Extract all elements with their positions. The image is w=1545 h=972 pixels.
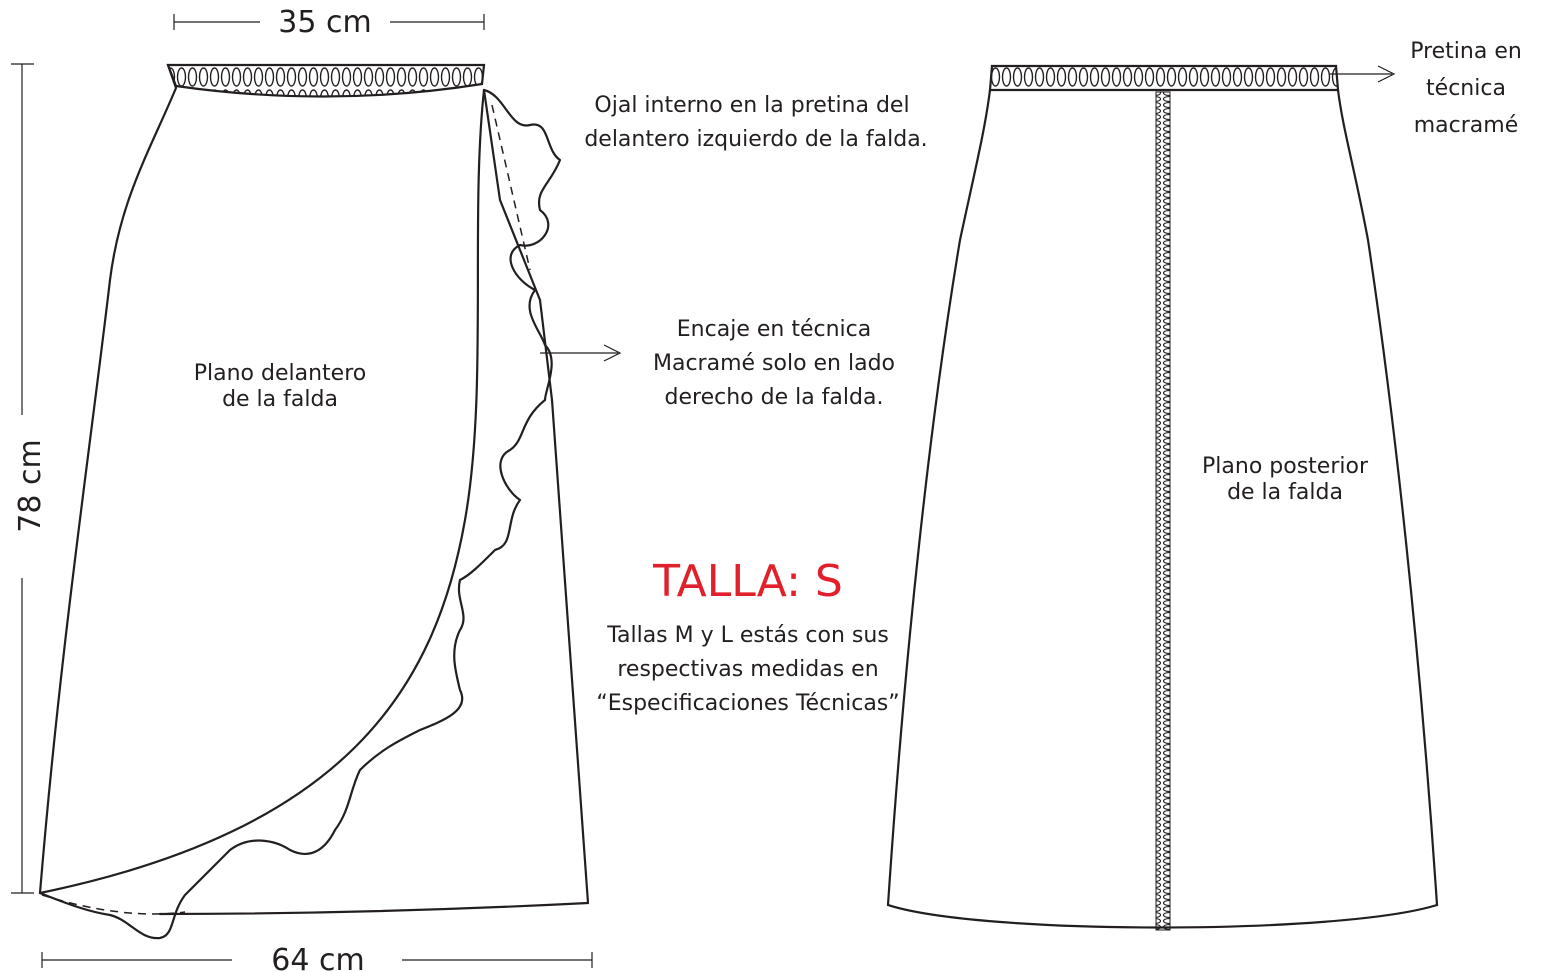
back-label-line1: Plano posterior — [1202, 454, 1369, 479]
waist-dimension: 35 cm — [173, 5, 485, 40]
pretina-note-line2: técnica — [1426, 76, 1506, 101]
waist-measure-label: 35 cm — [278, 5, 371, 40]
size-note-line2: respectivas medidas en — [617, 657, 878, 682]
pretina-note-line1: Pretina en — [1410, 39, 1522, 64]
encaje-note-line1: Encaje en técnica — [677, 317, 871, 342]
size-title: TALLA: S — [652, 556, 843, 607]
front-wrap-edge — [38, 88, 486, 895]
ojal-note-line2: delantero izquierdo de la falda. — [584, 127, 927, 152]
encaje-note-line2: Macramé solo en lado — [653, 351, 895, 376]
hem-dimension: 64 cm — [41, 943, 593, 972]
front-left-side — [38, 63, 178, 895]
front-right-side — [482, 88, 590, 905]
pretina-arrow-icon — [1377, 65, 1396, 83]
front-label-line2: de la falda — [222, 387, 338, 412]
ojal-note-line1: Ojal interno en la pretina del — [594, 93, 909, 118]
front-ruffle-lace — [38, 88, 562, 940]
length-dimension: 78 cm — [11, 63, 48, 894]
size-note-line1: Tallas M y L estás con sus — [606, 623, 889, 648]
front-guide-line-upper — [491, 104, 531, 271]
encaje-note-line3: derecho de la falda. — [665, 385, 884, 410]
back-left-side — [886, 88, 992, 907]
encaje-arrow-icon — [603, 344, 622, 362]
front-guide-line-hem — [41, 894, 186, 915]
front-skirt-drawing: Plano delantero de la falda — [38, 63, 590, 940]
pretina-note: Pretina en técnica macramé — [1330, 39, 1522, 138]
front-waistband — [166, 63, 486, 98]
front-label-line1: Plano delantero — [194, 361, 366, 386]
back-label-line2: de la falda — [1227, 480, 1343, 505]
back-skirt-drawing: Plano posterior de la falda — [886, 64, 1439, 931]
back-center-seam — [1155, 91, 1171, 931]
pretina-note-line3: macramé — [1414, 113, 1519, 138]
back-right-side — [1336, 88, 1439, 907]
size-note-line3: “Especificaciones Técnicas” — [596, 691, 899, 716]
length-measure-label: 78 cm — [13, 439, 48, 532]
hem-measure-label: 64 cm — [271, 943, 364, 972]
ojal-note: Ojal interno en la pretina del delantero… — [584, 93, 927, 152]
front-hem — [158, 901, 590, 916]
encaje-note: Encaje en técnica Macramé solo en lado d… — [540, 317, 895, 410]
back-waistband — [988, 64, 1340, 92]
size-block: TALLA: S Tallas M y L estás con sus resp… — [596, 556, 899, 716]
